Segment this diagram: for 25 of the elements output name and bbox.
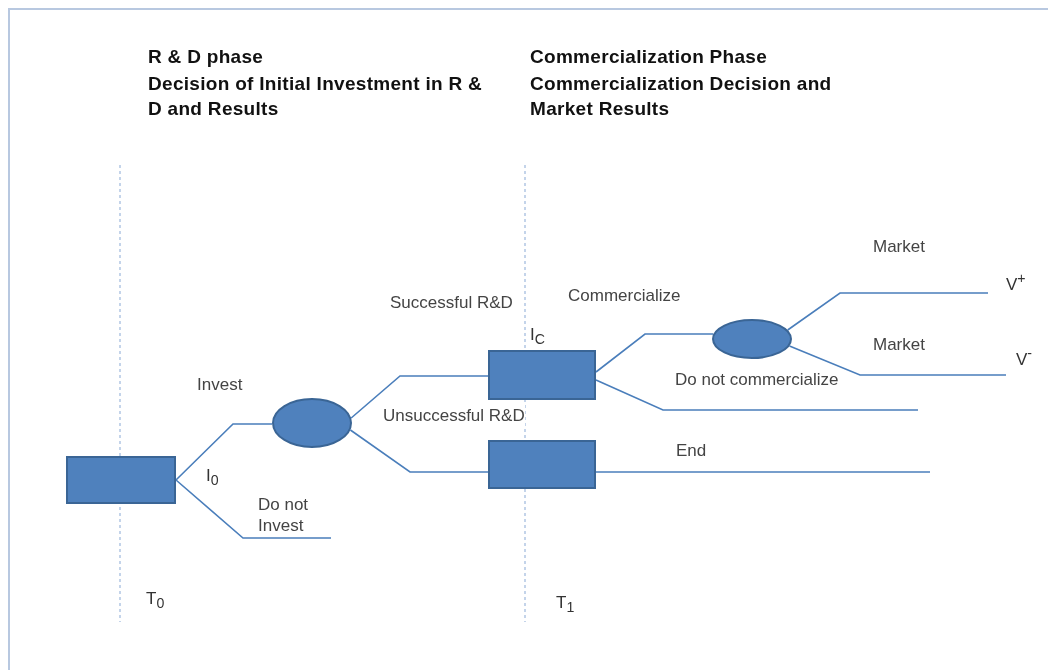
phase-heading: Commercialization Phase xyxy=(530,45,769,69)
decision-box xyxy=(488,440,596,489)
branch-line xyxy=(349,429,489,473)
symbol-label: V$^{-}$ xyxy=(1016,344,1033,370)
edge-label: Unsuccessful R&D xyxy=(383,405,525,426)
phase-heading: Decision of Initial Investment in R & D and Results xyxy=(148,72,484,121)
branch-line xyxy=(595,333,715,373)
symbol-label: T$_{1}$ xyxy=(556,592,575,618)
branch-line xyxy=(595,471,931,473)
branch-line xyxy=(350,375,489,419)
branch-line xyxy=(788,345,1007,376)
decision-box xyxy=(488,350,596,400)
chance-node xyxy=(272,398,352,448)
phase-heading: R & D phase xyxy=(148,45,265,69)
symbol-label: I$_{C}$ xyxy=(530,324,545,350)
branch-line xyxy=(595,379,919,411)
branch-line xyxy=(175,479,332,539)
chance-node xyxy=(712,319,792,359)
branch-line xyxy=(175,423,273,481)
symbol-label: T$_{0}$ xyxy=(146,588,165,614)
phase-heading: Commercialization Decision and Market Results xyxy=(530,72,833,121)
decision-box xyxy=(66,456,176,504)
branch-line xyxy=(786,292,989,331)
symbol-label: I$_{0}$ xyxy=(206,465,219,491)
symbol-label: V$^{+}$ xyxy=(1006,269,1026,295)
